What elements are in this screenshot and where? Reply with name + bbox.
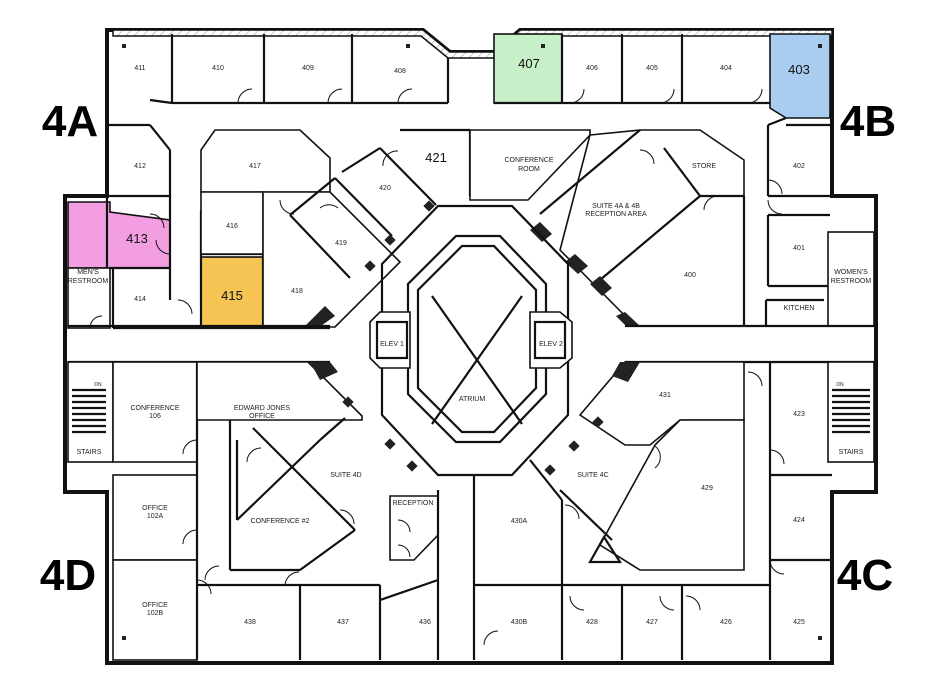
room-403-label: 403 [788,62,810,77]
room-424-label: 424 [793,517,805,524]
edward-jones-label-1: EDWARD JONES [234,405,290,412]
room-428-label: 428 [586,619,598,626]
room-419-label: 419 [335,240,347,247]
conference-room-label-2: ROOM [518,166,540,173]
suite-4d-block [196,361,439,587]
bottom-office-row [197,475,772,660]
store-label: STORE [692,163,716,170]
room-404-label: 404 [720,65,732,72]
room-405-label: 405 [646,65,658,72]
room-408-label: 408 [394,68,406,75]
room-426-label: 426 [720,619,732,626]
elevator-2-label: ELEV 2 [539,341,563,348]
room-402-label: 402 [793,163,805,170]
elevator-1-label: ELEV 1 [380,341,404,348]
room-413-label: 413 [126,231,148,246]
stairs-left-down-label: DN [94,382,102,388]
wing-4c-label: 4C [837,551,893,600]
room-427-label: 427 [646,619,658,626]
stairs-left-label: STAIRS [77,449,102,456]
edward-jones-label-2: OFFICE [249,413,275,420]
room-409-label: 409 [302,65,314,72]
room-437-label: 437 [337,619,349,626]
room-415-label: 415 [221,288,243,303]
office-102a-label-1: OFFICE [142,505,168,512]
room-414-label: 414 [134,296,146,303]
suite-4a-4b-label-2: RECEPTION AREA [585,211,647,218]
room-438-label: 438 [244,619,256,626]
room-436-label: 436 [419,619,431,626]
conference-2-label: CONFERENCE #2 [251,518,310,525]
room-411-label: 411 [134,65,145,72]
room-430a-label: 430A [511,518,528,525]
room-425-label: 425 [793,619,805,626]
room-400-label: 400 [684,272,696,279]
inner-upper-left [200,128,472,328]
room-420-label: 420 [379,185,391,192]
suite-4a-4b-label-1: SUITE 4A & 4B [592,203,640,210]
room-429-label: 429 [701,485,713,492]
atrium-label: ATRIUM [459,396,485,403]
wing-4a-label: 4A [42,97,98,146]
conference-106-label-2: 106 [149,413,161,420]
suite-4c-label: SUITE 4C [577,472,609,479]
left-lower-block [67,361,212,661]
stairs-right-down-label: DN [836,382,844,388]
mens-restroom-label-2: RESTROOM [68,278,109,285]
top-office-row [107,34,770,127]
room-401-label: 401 [793,245,805,252]
kitchen-label: KITCHEN [784,305,815,312]
room-416-label: 416 [226,223,238,230]
office-102a-label-2: 102A [147,513,164,520]
conference-room-label-1: CONFERENCE [504,157,553,164]
outer-wall-strip [107,29,833,59]
wing-4d-label: 4D [40,551,96,600]
office-102b-label-1: OFFICE [142,602,168,609]
suite-4d-label: SUITE 4D [330,472,362,479]
womens-restroom-label-1: WOMEN'S [834,269,868,276]
room-418-label: 418 [291,288,303,295]
room-421-label: 421 [425,150,447,165]
room-417-label: 417 [249,163,261,170]
room-403-fill [769,33,831,119]
room-406-label: 406 [586,65,598,72]
suite-4c-block [529,361,745,571]
office-102b-label-2: 102B [147,610,164,617]
right-lower-block [747,361,875,575]
reception-label: RECEPTION [393,500,434,507]
atrium-area [369,204,573,477]
mens-restroom-label-1: MEN'S [77,269,99,276]
wing-4b-label: 4B [840,97,896,146]
right-upper-block [764,123,875,327]
room-407-label: 407 [518,56,540,71]
conference-106-label-1: CONFERENCE [130,405,179,412]
womens-restroom-label-2: RESTROOM [831,278,872,285]
corner-markers [122,44,822,640]
inner-upper-right [469,129,746,327]
room-430b-label: 430B [511,619,528,626]
room-423-label: 423 [793,411,805,418]
room-413-fill [67,201,171,269]
stairs-right-label: STAIRS [839,449,864,456]
room-431-label: 431 [659,392,671,399]
room-410-label: 410 [212,65,224,72]
room-412-label: 412 [134,163,146,170]
